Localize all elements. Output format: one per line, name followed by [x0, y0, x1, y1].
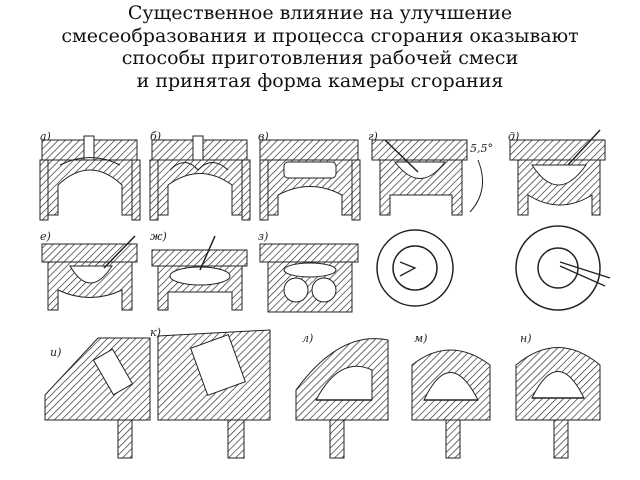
- panel-label: н): [520, 332, 532, 345]
- title-line: смесеобразования и процесса сгорания ока…: [61, 24, 579, 47]
- panel-v: в): [258, 130, 361, 221]
- title-line: способы приготовления рабочей смеси: [121, 47, 519, 69]
- page-title: Существенное влияние на улучшение смесео…: [0, 2, 640, 92]
- panel-e: е): [40, 230, 138, 311]
- top-view-right: [515, 225, 611, 311]
- title-line: и принятая форма камеры сгорания: [136, 69, 504, 92]
- panel-l: л): [295, 332, 389, 459]
- panel-label: л): [302, 332, 313, 345]
- top-view-left: [376, 229, 454, 307]
- title-line: Существенное влияние на улучшение: [127, 2, 513, 24]
- panel-i: и): [44, 337, 151, 459]
- panel-label: б): [150, 130, 161, 143]
- panel-k: к): [150, 326, 271, 459]
- panel-g: г) 5,5°: [368, 130, 493, 216]
- panel-b: б): [149, 130, 251, 221]
- panel-label: в): [258, 130, 269, 143]
- panel-label: к): [150, 326, 161, 339]
- panel-m: м): [411, 332, 491, 459]
- panel-label: ж): [150, 230, 167, 243]
- panel-n: н): [515, 332, 601, 459]
- panel-label: г): [368, 130, 378, 143]
- panel-label: з): [258, 230, 268, 243]
- panel-label: д): [508, 130, 519, 143]
- angle-label: 5,5°: [470, 142, 493, 155]
- panel-label: м): [414, 332, 427, 345]
- panel-z: з): [258, 230, 359, 313]
- panel-label: е): [40, 230, 51, 243]
- panel-label: а): [40, 130, 51, 143]
- panel-label: и): [50, 346, 61, 359]
- panel-d: д): [508, 129, 606, 216]
- panel-zh: ж): [150, 230, 248, 311]
- panel-a: а): [39, 130, 141, 221]
